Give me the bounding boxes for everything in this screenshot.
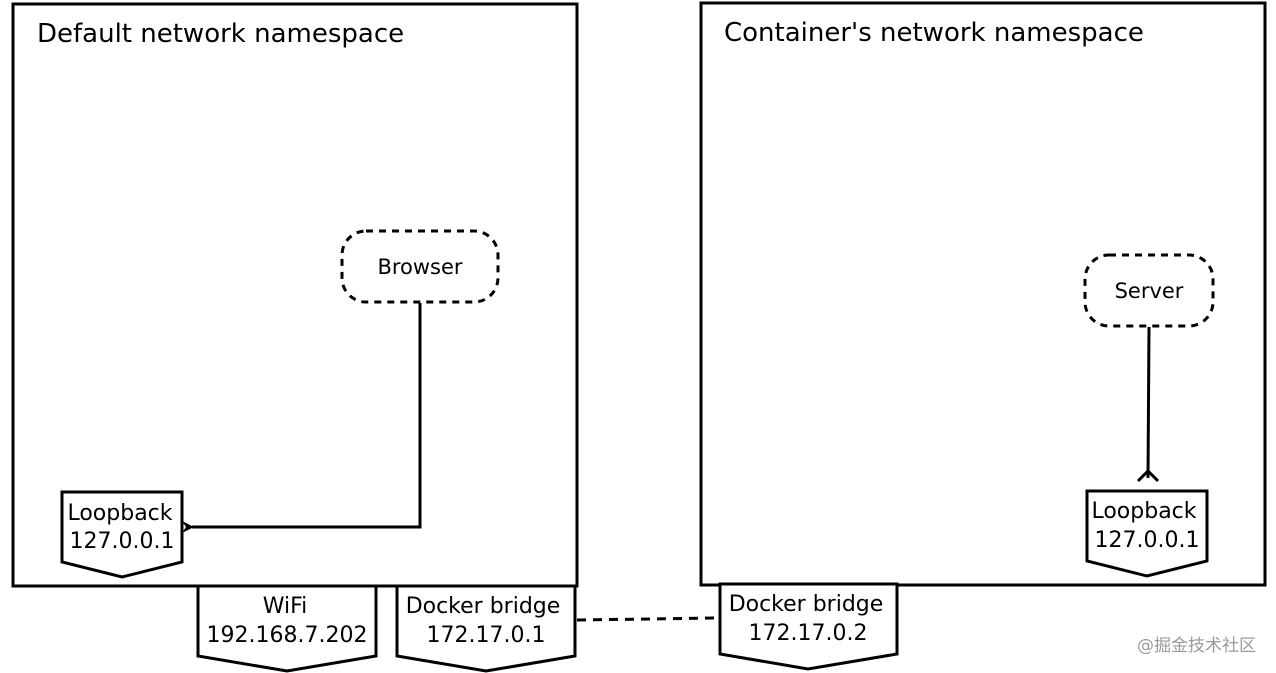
browser-to-loopback-arrow [182, 303, 422, 533]
default-namespace-title: Default network namespace [37, 19, 404, 49]
wifi-interface-shape [196, 584, 378, 673]
default-loopback-shape [60, 490, 184, 579]
browser-node: Browser [340, 229, 500, 304]
container-loopback-interface: Loopback 127.0.0.1 [1085, 489, 1209, 578]
container-docker-bridge-interface: Docker bridge 172.17.0.2 [718, 582, 899, 671]
server-to-loopback-line [1146, 326, 1151, 479]
container-namespace-title: Container's network namespace [724, 18, 1144, 48]
default-loopback-interface: Loopback 127.0.0.1 [60, 490, 184, 579]
container-docker-bridge-ip: 172.17.0.2 [749, 621, 868, 646]
host-docker-bridge-name: Docker bridge [406, 594, 561, 619]
server-label: Server [1115, 279, 1184, 303]
container-docker-bridge-name: Docker bridge [729, 592, 884, 617]
host-docker-bridge-shape [395, 584, 577, 673]
default-loopback-ip: 127.0.0.1 [70, 529, 175, 554]
server-listen-mark [1136, 468, 1160, 483]
server-node-shape [1083, 253, 1215, 328]
container-loopback-name: Loopback [1091, 499, 1196, 524]
default-namespace: Default network namespace Browser Loopba… [11, 2, 579, 588]
wifi-ip: 192.168.7.202 [207, 623, 368, 648]
host-docker-bridge-interface: Docker bridge 172.17.0.1 [395, 584, 577, 673]
container-namespace: Container's network namespace Server Loo… [699, 1, 1267, 587]
browser-node-shape [340, 229, 500, 304]
container-docker-bridge-shape [718, 582, 899, 671]
wifi-interface: WiFi 192.168.7.202 [196, 584, 378, 673]
container-loopback-shape [1085, 489, 1209, 578]
browser-label: Browser [377, 255, 462, 279]
default-loopback-name: Loopback [67, 501, 172, 526]
container-loopback-ip: 127.0.0.1 [1095, 528, 1200, 553]
veth-link-dashed-line [576, 616, 719, 622]
host-docker-bridge-ip: 172.17.0.1 [427, 623, 546, 648]
watermark-text: @掘金技术社区 [1137, 636, 1256, 656]
server-node: Server [1083, 253, 1215, 328]
wifi-name: WiFi [263, 594, 308, 619]
